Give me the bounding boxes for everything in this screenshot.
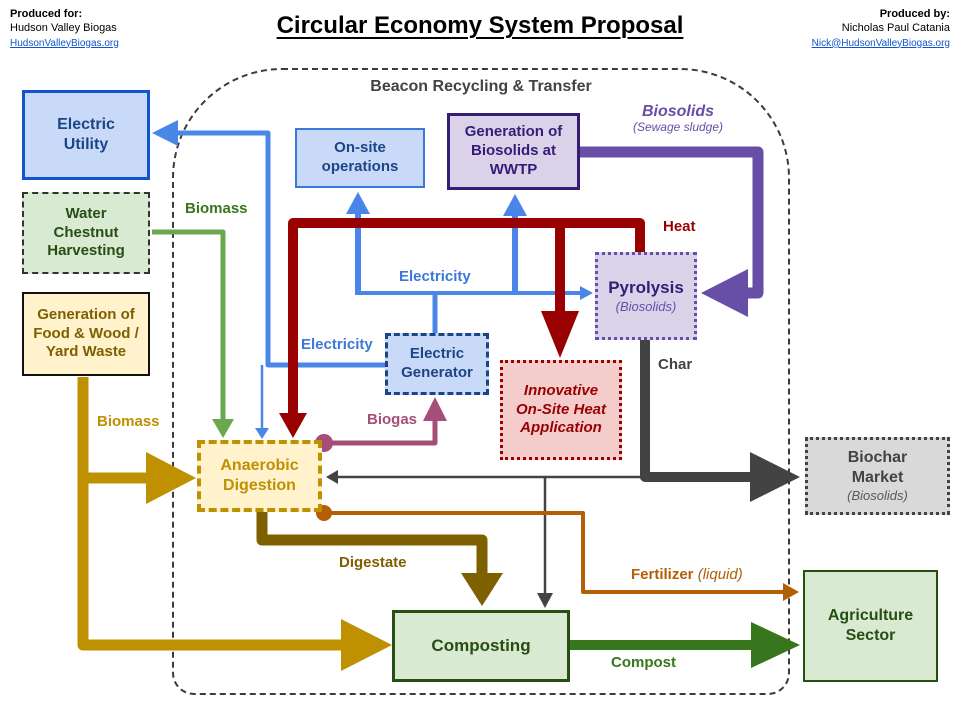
flow-label-digestate: Digestate (339, 554, 407, 571)
flow-label-biogas: Biogas (367, 411, 418, 428)
node-electric-generator-label: Electric Generator (401, 345, 473, 381)
digestate-flow (256, 512, 503, 606)
flow-label-electricity-top: Electricity (399, 268, 471, 285)
node-heat-application-label: Innovative On-Site Heat Application (515, 381, 606, 437)
node-anaerobic-digestion-label: Anaerobic Digestion (220, 457, 299, 494)
biomass-chestnut-flow (152, 229, 234, 438)
node-onsite-operations-label: On-site operations (321, 139, 399, 175)
produced-for-block: Produced for: Hudson Valley Biogas Hudso… (10, 7, 119, 50)
flow-label-fertilizer-sub: (liquid) (697, 566, 743, 583)
facility-boundary-label: Beacon Recycling & Transfer (370, 78, 592, 95)
produced-for-name: Hudson Valley Biogas (10, 22, 117, 35)
produced-by-name: Nicholas Paul Catania (841, 22, 950, 35)
node-anaerobic-digestion: Anaerobic Digestion (197, 440, 322, 512)
node-electric-utility: Electric Utility (22, 90, 150, 180)
node-biochar-market-sublabel: (Biosolids) (847, 487, 908, 503)
produced-by-block: Produced by: Nicholas Paul Catania Nick@… (812, 7, 950, 50)
facility-boundary (172, 68, 790, 695)
fertilizer-flow (316, 505, 799, 601)
flow-label-heat: Heat (663, 218, 696, 235)
produced-by-label: Produced by: (879, 8, 950, 20)
compost-flow (570, 622, 800, 668)
node-pyrolysis-label: Pyrolysis (608, 278, 684, 298)
flow-label-fertilizer-main: Fertilizer (631, 566, 694, 583)
node-composting: Composting (392, 610, 570, 682)
flow-label-fertilizer: Fertilizer (liquid) (631, 566, 743, 583)
node-biochar-market: Biochar Market (Biosolids) (805, 437, 950, 515)
flow-label-compost: Compost (611, 654, 676, 671)
node-electric-utility-label: Electric Utility (57, 116, 115, 153)
produced-for-link[interactable]: HudsonValleyBiogas.org (10, 37, 119, 49)
node-water-chestnut: Water Chestnut Harvesting (22, 192, 150, 274)
node-heat-application: Innovative On-Site Heat Application (500, 360, 622, 460)
flow-label-char: Char (658, 356, 693, 373)
node-electric-generator: Electric Generator (385, 333, 489, 395)
node-wwtp-biosolids-label: Generation of Biosolids at WWTP (464, 123, 563, 178)
biomass-waste-flow (77, 377, 392, 671)
flow-label-biosolids-title: Biosolids (641, 103, 714, 120)
node-wwtp-biosolids: Generation of Biosolids at WWTP (447, 113, 580, 190)
heat-flow (279, 218, 645, 438)
biosolids-flow (580, 146, 764, 317)
flow-label-electricity-left: Electricity (301, 336, 373, 353)
node-pyrolysis-sublabel: (Biosolids) (615, 298, 677, 314)
produced-for-label: Produced for: (10, 8, 83, 20)
char-flow (326, 340, 800, 608)
flow-label-biomass-gold: Biomass (97, 413, 160, 430)
node-pyrolysis: Pyrolysis (Biosolids) (595, 252, 697, 340)
node-composting-label: Composting (431, 636, 531, 656)
node-biochar-market-label: Biochar Market (847, 448, 908, 486)
flow-label-biosolids: Biosolids (Sewage sludge) (598, 103, 758, 135)
node-onsite-operations: On-site operations (295, 128, 425, 188)
page-title: Circular Economy System Proposal (276, 12, 684, 39)
produced-by-link[interactable]: Nick@HudsonValleyBiogas.org (811, 37, 950, 49)
flow-label-biosolids-sub: (Sewage sludge) (632, 120, 724, 135)
flow-label-biomass-green: Biomass (185, 200, 248, 217)
node-food-yard-waste: Generation of Food & Wood / Yard Waste (22, 292, 150, 376)
node-water-chestnut-label: Water Chestnut Harvesting (47, 204, 125, 260)
node-agriculture-sector-label: Agriculture Sector (827, 607, 914, 644)
node-agriculture-sector: Agriculture Sector (803, 570, 938, 682)
node-food-yard-waste-label: Generation of Food & Wood / Yard Waste (33, 305, 139, 361)
